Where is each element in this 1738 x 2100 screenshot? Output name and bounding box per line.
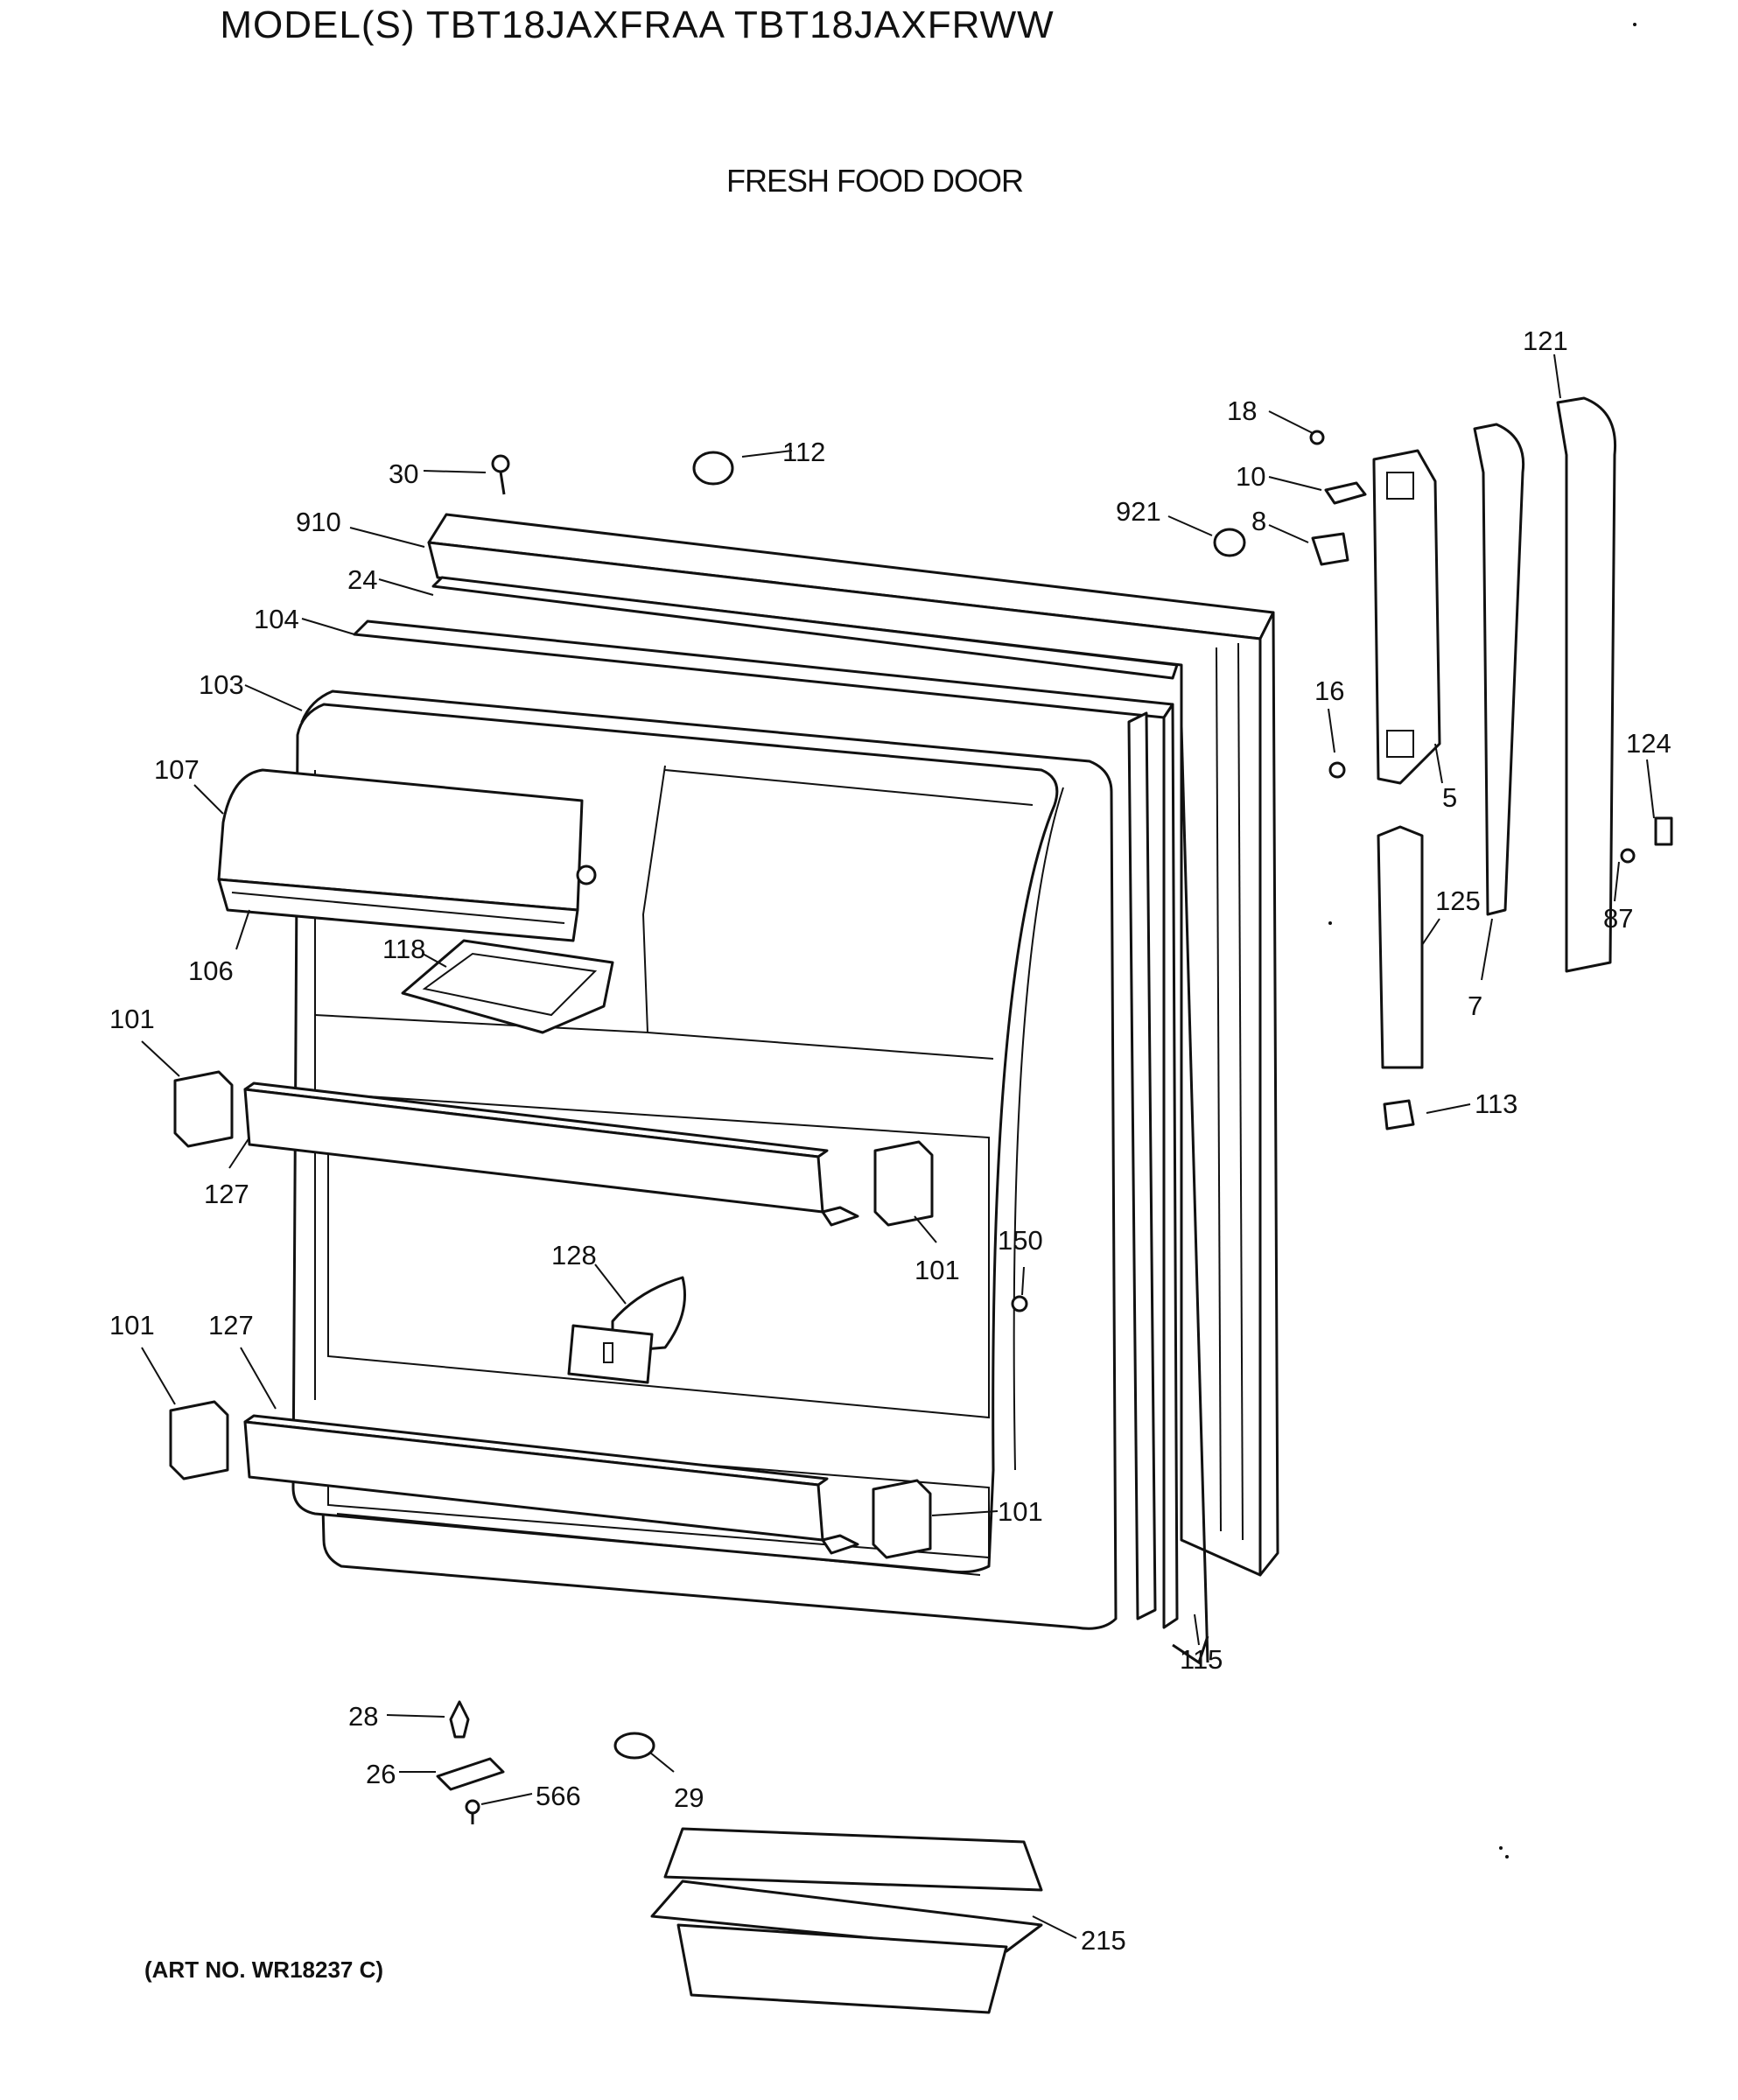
callout-113: 113: [1475, 1088, 1517, 1119]
upper-shelf-bar: [243, 1082, 859, 1227]
art-number: (ART NO. WR18237 C): [144, 1956, 384, 1983]
callout-7: 7: [1468, 990, 1482, 1021]
butter-tray: [401, 939, 614, 1034]
shelf-end-caps: [169, 1070, 934, 1559]
callout-106: 106: [188, 956, 234, 986]
hinge-brackets: [1473, 396, 1617, 973]
callout-101: 101: [109, 1004, 155, 1034]
bottom-parts: [436, 1700, 1043, 2014]
callout-215: 215: [1081, 1925, 1126, 1956]
callout-910: 910: [296, 507, 341, 537]
callout-103: 103: [199, 669, 244, 700]
callout-18: 18: [1227, 396, 1257, 426]
callout-87: 87: [1603, 903, 1633, 934]
callout-labels: 121 18 112 30 10 921 8 910 24 104 103 16…: [109, 326, 1671, 1956]
handle-trim-bar: [1377, 825, 1424, 1069]
callout-115: 115: [1180, 1644, 1223, 1675]
callout-118: 118: [382, 934, 425, 964]
callout-125: 125: [1435, 886, 1481, 916]
model-title: MODEL(S) TBT18JAXFRAA TBT18JAXFRWW: [220, 4, 1055, 46]
dairy-door: [217, 768, 597, 942]
callout-101: 101: [998, 1496, 1043, 1527]
hardware-fasteners: [491, 430, 1673, 1665]
retainer-clip: [567, 1276, 686, 1384]
callout-124: 124: [1626, 728, 1671, 759]
door-gasket: [353, 576, 1179, 1629]
callout-128: 128: [551, 1240, 597, 1270]
outer-door-panel: [427, 513, 1279, 1577]
callout-30: 30: [389, 458, 418, 489]
callout-104: 104: [254, 604, 299, 634]
callout-28: 28: [348, 1701, 378, 1732]
callout-127: 127: [208, 1310, 254, 1340]
callout-566: 566: [536, 1781, 581, 1811]
callout-101: 101: [109, 1310, 155, 1340]
scan-specks: [1328, 23, 1636, 1858]
callout-127: 127: [204, 1179, 249, 1209]
callout-26: 26: [366, 1759, 396, 1789]
callout-10: 10: [1236, 461, 1265, 492]
leader-lines: [141, 354, 1655, 1939]
callout-101: 101: [915, 1255, 960, 1285]
callout-121: 121: [1523, 326, 1568, 356]
callout-112: 112: [782, 437, 825, 467]
diagram-subtitle: FRESH FOOD DOOR: [726, 163, 1024, 199]
callout-5: 5: [1442, 782, 1457, 813]
callout-16: 16: [1314, 676, 1344, 706]
callout-24: 24: [347, 564, 377, 595]
callout-8: 8: [1251, 506, 1266, 536]
callout-921: 921: [1116, 496, 1161, 527]
door-handle: [1372, 449, 1441, 785]
lower-shelf-bar: [243, 1414, 859, 1555]
callout-150: 150: [998, 1225, 1043, 1256]
callout-29: 29: [674, 1782, 704, 1813]
callout-107: 107: [154, 754, 200, 785]
